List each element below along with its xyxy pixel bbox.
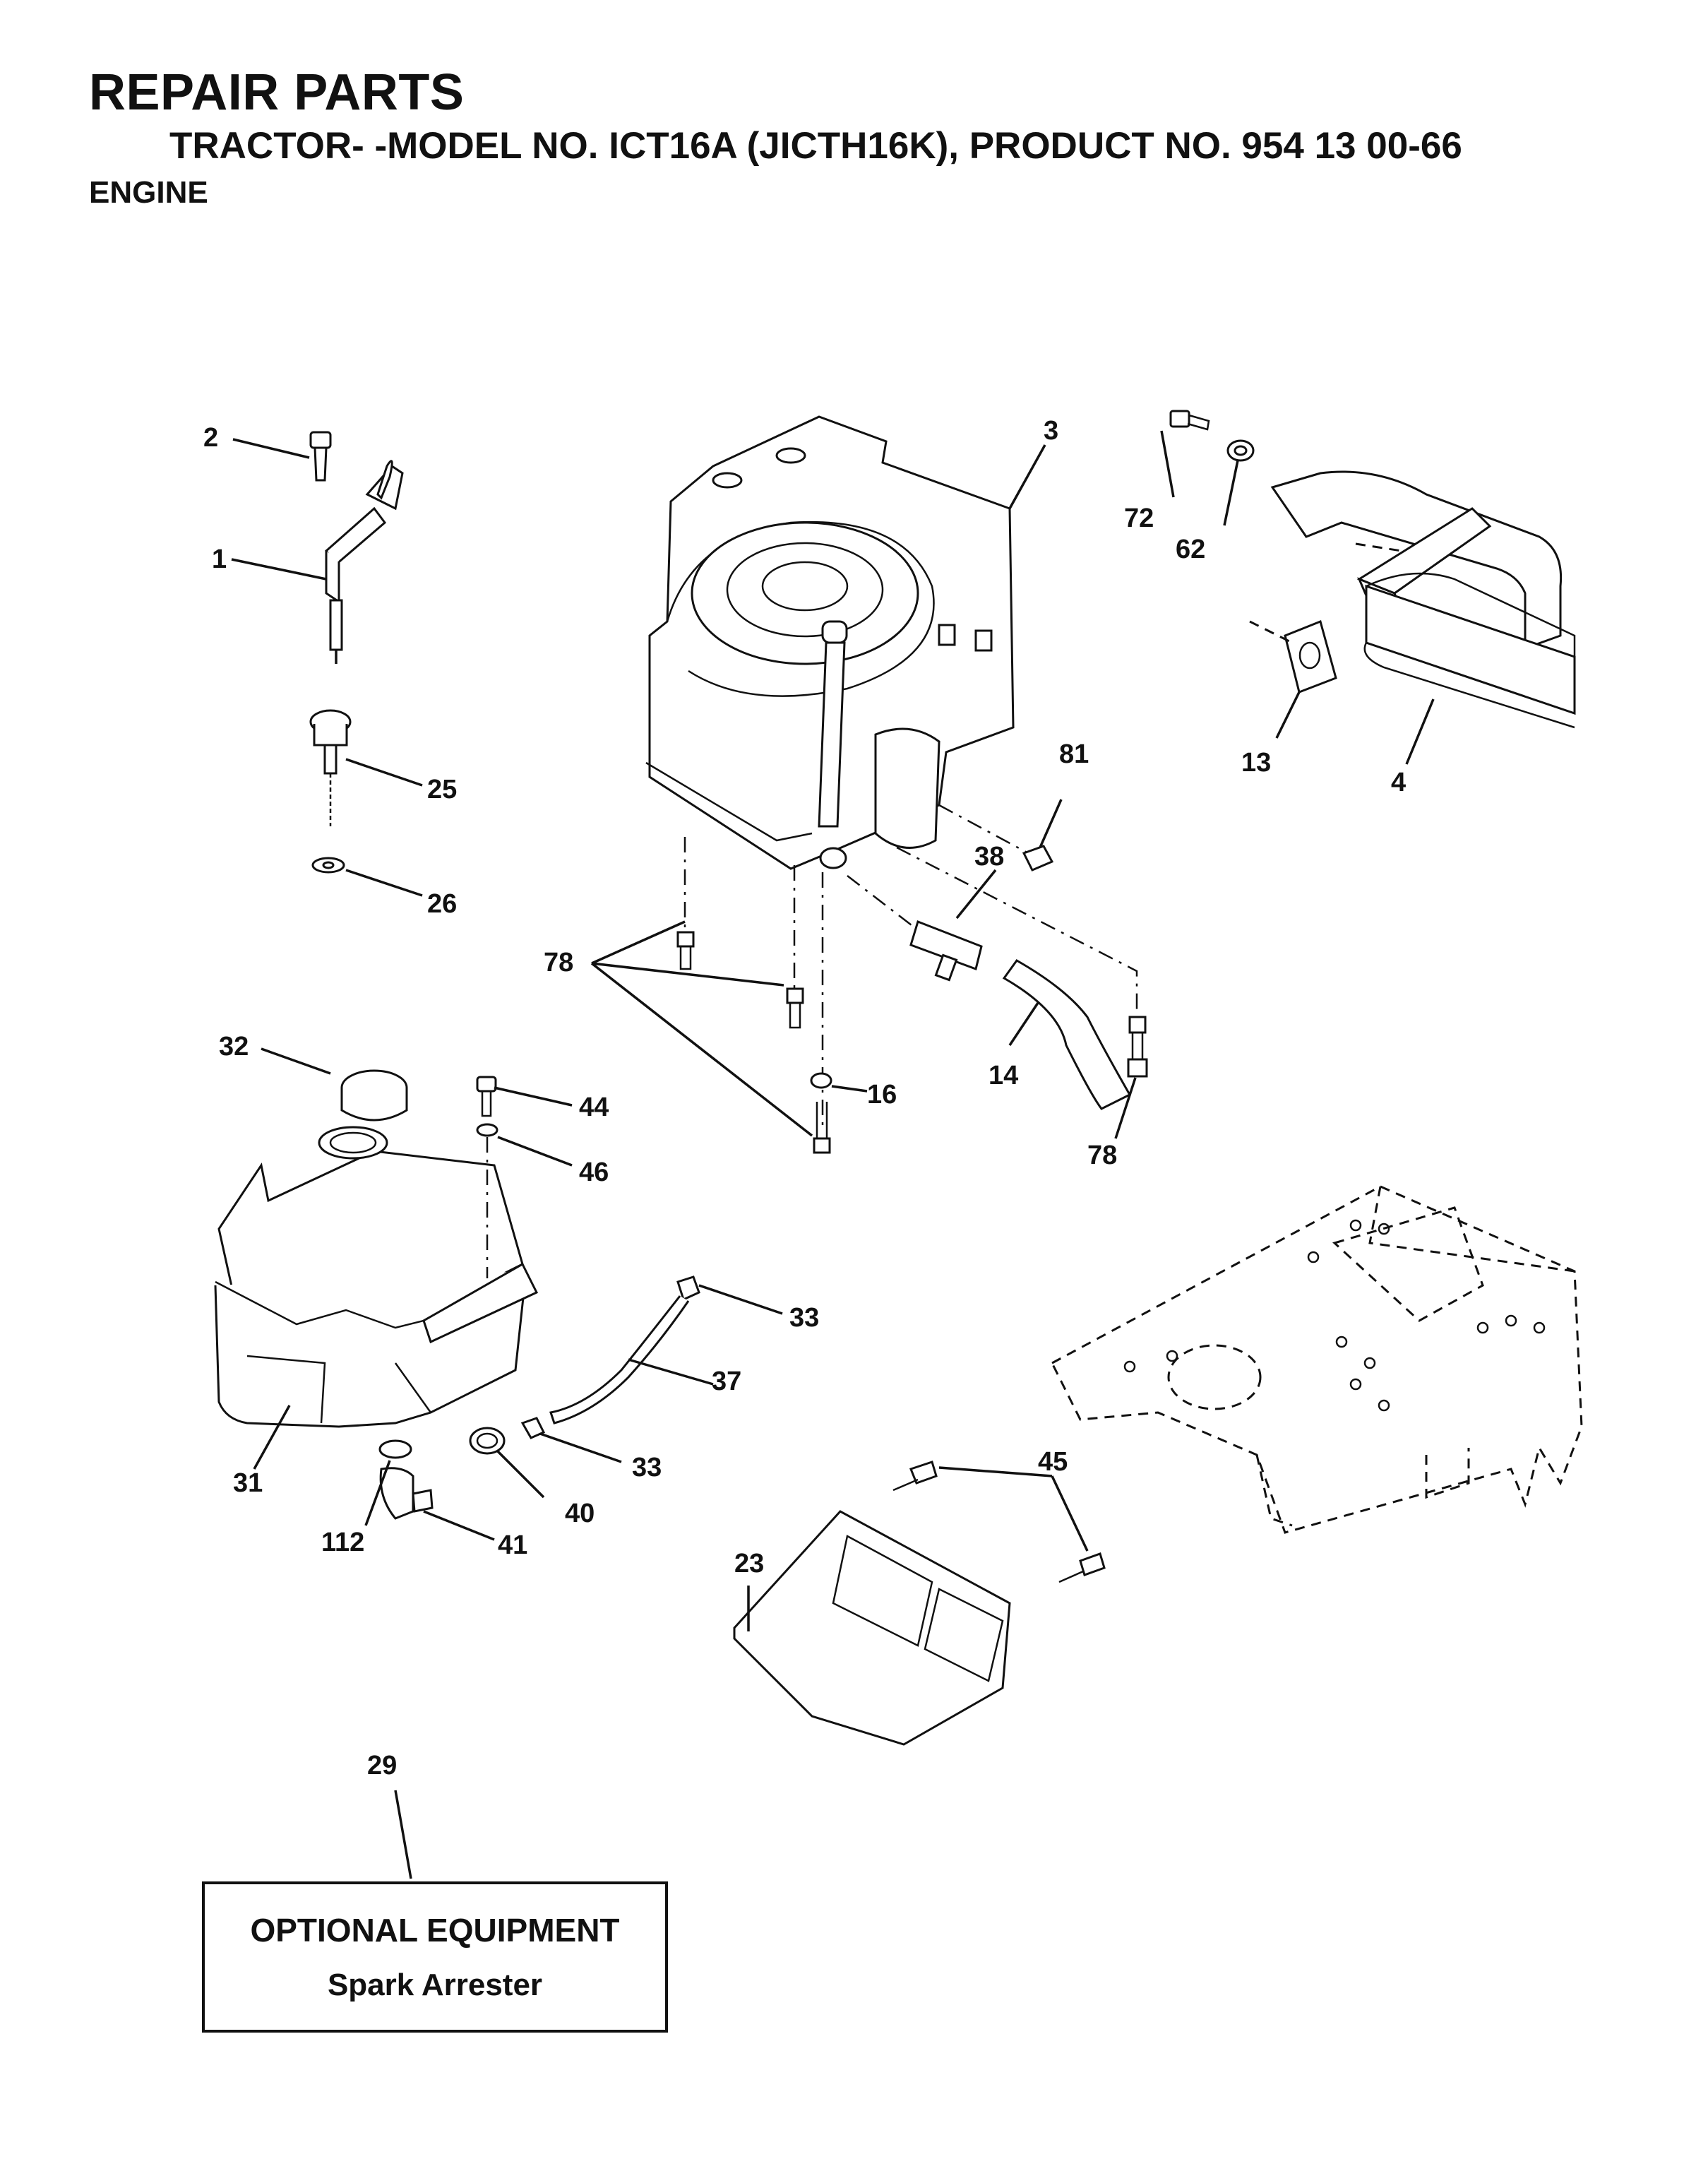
callout-38: 38	[974, 842, 1004, 872]
engine-bolts-drawing	[676, 931, 1148, 1154]
fuel-tank-drawing	[214, 1069, 539, 1428]
callout-72: 72	[1124, 504, 1154, 533]
callout-13: 13	[1241, 748, 1271, 778]
page-title: REPAIR PARTS	[89, 64, 465, 121]
optional-equipment-item: Spark Arrester	[327, 1968, 543, 2002]
choke-knob-drawing	[309, 709, 352, 874]
callout-2: 2	[203, 423, 218, 453]
callout-33-bottom: 33	[632, 1453, 662, 1482]
muffler-drawing	[1169, 410, 1576, 729]
heat-shield-drawing	[733, 1461, 1106, 1746]
optional-equipment-box: OPTIONAL EQUIPMENT Spark Arrester	[202, 1881, 668, 2033]
engine-drawing	[645, 415, 1015, 870]
model-subtitle: TRACTOR- -MODEL NO. ICT16A (JICTH16K), P…	[169, 125, 1462, 167]
callout-23: 23	[734, 1549, 764, 1578]
callout-78-right: 78	[1087, 1141, 1117, 1170]
callout-4: 4	[1391, 768, 1406, 797]
callout-3: 3	[1044, 416, 1058, 446]
callout-78-left: 78	[544, 948, 573, 977]
fuel-line-drawing	[378, 1275, 700, 1520]
callout-31: 31	[233, 1468, 263, 1498]
callout-44: 44	[579, 1093, 609, 1122]
callout-32: 32	[219, 1032, 249, 1061]
callout-81: 81	[1059, 739, 1089, 769]
optional-equipment-title: OPTIONAL EQUIPMENT	[250, 1912, 620, 1949]
throttle-control-drawing	[309, 431, 404, 664]
callout-16: 16	[867, 1080, 897, 1110]
callout-40: 40	[565, 1499, 595, 1528]
callout-1: 1	[212, 545, 227, 574]
callout-26: 26	[427, 889, 457, 919]
tractor-frame-drawing	[1051, 1185, 1583, 1534]
fuel-filter-drawing	[909, 845, 1132, 1110]
callout-33-top: 33	[789, 1303, 819, 1333]
callout-29: 29	[367, 1751, 397, 1780]
callout-14: 14	[989, 1061, 1018, 1090]
callout-25: 25	[427, 775, 457, 804]
callout-37: 37	[712, 1367, 741, 1396]
section-label: ENGINE	[89, 175, 208, 210]
callout-112: 112	[321, 1528, 364, 1557]
callout-62: 62	[1176, 535, 1205, 564]
callout-41: 41	[498, 1530, 527, 1560]
callout-46: 46	[579, 1158, 609, 1187]
callout-45: 45	[1038, 1447, 1068, 1477]
